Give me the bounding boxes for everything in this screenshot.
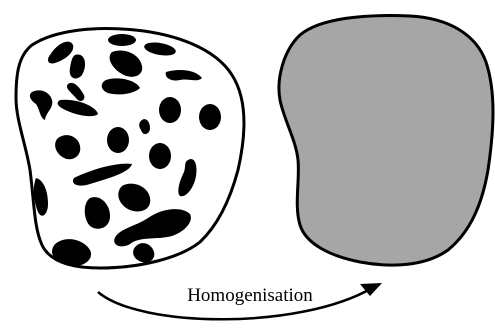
particle bbox=[159, 97, 181, 123]
particle bbox=[107, 127, 129, 153]
homogeneous-blob-icon bbox=[279, 16, 493, 266]
particle bbox=[199, 104, 221, 130]
particle bbox=[149, 143, 171, 169]
right-blob-shape bbox=[279, 16, 493, 266]
process-label: Homogenisation bbox=[150, 285, 350, 307]
heterogeneous-blob-icon bbox=[16, 29, 244, 268]
particle bbox=[108, 34, 136, 46]
